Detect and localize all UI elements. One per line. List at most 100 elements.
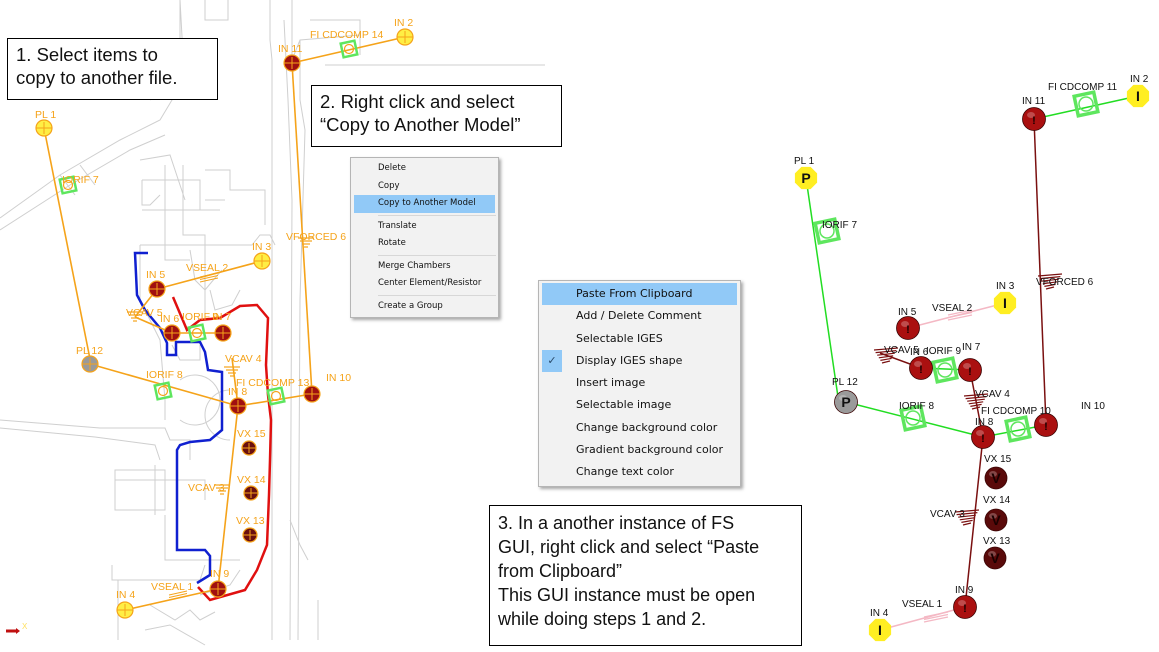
label-vcav-4: VCAV 4 <box>225 353 262 365</box>
label-iorif-8: IORIF 8 <box>899 401 934 412</box>
label-vcav-4: VCAV 4 <box>975 389 1010 400</box>
node-in-3[interactable] <box>253 252 271 270</box>
menu-item-change-text-color[interactable]: Change text color <box>542 461 737 483</box>
resistor-fi-cdcomp-11[interactable] <box>1072 90 1100 118</box>
menu-item-merge-chambers[interactable]: Merge Chambers <box>378 260 451 271</box>
label-in-10: IN 10 <box>1081 401 1105 412</box>
menu-item-gradient-background-color[interactable]: Gradient background color <box>542 439 737 461</box>
menu-item-copy-to-another-model[interactable]: Copy to Another Model <box>354 195 495 213</box>
label-in-2: IN 2 <box>1130 74 1149 85</box>
menu-item-paste-from-clipboard[interactable]: Paste From Clipboard <box>542 283 737 306</box>
node-glyph: ! <box>968 366 972 378</box>
menu-item-delete[interactable]: Delete <box>378 163 406 173</box>
axis-x-label: X <box>22 622 28 631</box>
label-in-5: IN 5 <box>146 269 165 281</box>
node-in-3[interactable]: I <box>993 291 1017 315</box>
node-in-9[interactable] <box>209 580 227 598</box>
menu-item-rotate[interactable]: Rotate <box>378 238 406 248</box>
node-vx-13[interactable] <box>242 527 258 543</box>
node-vx-14[interactable] <box>243 485 259 501</box>
context-menu-copy: Delete Copy Copy to Another Model Transl… <box>350 157 499 318</box>
checkmark-icon: ✓ <box>542 349 562 372</box>
label-in-6: IN 6 <box>910 347 929 358</box>
node-in-8[interactable] <box>229 397 247 415</box>
resistor-fi-cdcomp-13[interactable] <box>266 386 286 406</box>
node-in-5[interactable] <box>148 280 166 298</box>
resistor-vcav-5[interactable] <box>127 311 143 322</box>
resistor-vcav-4[interactable] <box>963 393 989 410</box>
menu-item-insert-image[interactable]: Insert image <box>542 372 737 394</box>
resistor-fi-cdcomp-10[interactable] <box>1004 415 1032 443</box>
menu-item-change-background-color[interactable]: Change background color <box>542 417 737 439</box>
menu-item-selectable-image[interactable]: Selectable image <box>542 394 737 416</box>
context-menu-paste: Paste From Clipboard Add / Delete Commen… <box>538 280 741 487</box>
label-in-5: IN 5 <box>898 307 917 318</box>
resistor-vforced-6[interactable] <box>298 237 314 248</box>
node-vx-13[interactable]: V <box>983 546 1007 570</box>
node-in-2[interactable]: I <box>1126 84 1150 108</box>
label-fi-cdcomp-11: FI CDCOMP 11 <box>1048 82 1118 93</box>
node-pl-1[interactable] <box>35 119 53 137</box>
menu-item-label: Insert image <box>576 376 646 390</box>
node-pl-1[interactable]: P <box>794 166 818 190</box>
resistor-vcav-3[interactable] <box>214 484 230 495</box>
resistor-iorif-7[interactable] <box>813 217 841 245</box>
label-in-4: IN 4 <box>870 608 889 619</box>
label-pl-12: PL 12 <box>76 345 103 357</box>
menu-item-display-iges-shape[interactable]: ✓Display IGES shape <box>542 349 737 372</box>
node-in-10[interactable] <box>303 385 321 403</box>
node-pl-12[interactable]: P <box>834 390 858 414</box>
menu-separator <box>378 294 496 296</box>
resistor-vforced-6[interactable] <box>1037 273 1063 290</box>
menu-item-center-element-resistor[interactable]: Center Element/Resistor <box>378 278 482 288</box>
node-in-10[interactable]: ! <box>1034 413 1058 437</box>
resistor-vseal-1[interactable] <box>923 611 949 623</box>
node-pl-12[interactable] <box>81 355 99 373</box>
node-in-6[interactable] <box>163 324 181 342</box>
label-fi-cdcomp-14: FI CDCOMP 14 <box>310 29 383 41</box>
resistor-fi-cdcomp-14[interactable] <box>339 39 359 59</box>
resistor-iorif-9[interactable] <box>187 323 207 343</box>
resistor-vcav-3[interactable] <box>954 509 980 526</box>
label-iorif-7: IORIF 7 <box>62 174 99 186</box>
label-in-7: IN 7 <box>212 311 231 323</box>
node-in-2[interactable] <box>396 28 414 46</box>
node-glyph: ! <box>981 433 985 445</box>
resistor-vseal-2[interactable] <box>947 309 973 321</box>
axis-triad: X <box>6 622 28 634</box>
resistor-iorif-8[interactable] <box>153 381 173 401</box>
node-in-5[interactable]: ! <box>896 316 920 340</box>
label-in-4: IN 4 <box>116 589 135 601</box>
node-in-8[interactable]: ! <box>971 425 995 449</box>
label-vx-13: VX 13 <box>236 515 265 527</box>
menu-item-selectable-iges[interactable]: Selectable IGES <box>542 328 737 350</box>
node-in-7[interactable] <box>214 324 232 342</box>
resistor-iorif-9[interactable] <box>931 356 959 384</box>
node-vx-14[interactable]: V <box>984 508 1008 532</box>
resistor-vseal-1[interactable] <box>168 590 188 601</box>
resistor-iorif-8[interactable] <box>899 404 927 432</box>
menu-item-translate[interactable]: Translate <box>378 220 417 231</box>
menu-item-copy[interactable]: Copy <box>378 180 400 191</box>
node-in-9[interactable]: ! <box>953 595 977 619</box>
label-vx-13: VX 13 <box>983 536 1011 547</box>
menu-item-label: Selectable IGES <box>576 331 663 345</box>
resistor-vseal-2[interactable] <box>199 272 219 283</box>
menu-item-create-group[interactable]: Create a Group <box>378 300 443 311</box>
node-in-7[interactable]: ! <box>958 358 982 382</box>
menu-item-add-delete-comment[interactable]: Add / Delete Comment <box>542 305 737 327</box>
node-in-4[interactable]: I <box>868 618 892 642</box>
node-in-11[interactable]: ! <box>1022 107 1046 131</box>
node-vx-15[interactable] <box>241 440 257 456</box>
node-vx-15[interactable]: V <box>984 466 1008 490</box>
node-in-6[interactable]: ! <box>909 356 933 380</box>
node-in-11[interactable] <box>283 54 301 72</box>
resistor-vcav-5[interactable] <box>873 347 899 364</box>
resistor-iorif-7[interactable] <box>58 175 78 195</box>
label-vseal-2: VSEAL 2 <box>186 262 228 274</box>
label-iorif-9: IORIF 9 <box>182 311 219 323</box>
callout-step-1: 1. Select items to copy to another file. <box>7 38 218 100</box>
node-in-4[interactable] <box>116 601 134 619</box>
resistor-vcav-4[interactable] <box>224 366 240 377</box>
